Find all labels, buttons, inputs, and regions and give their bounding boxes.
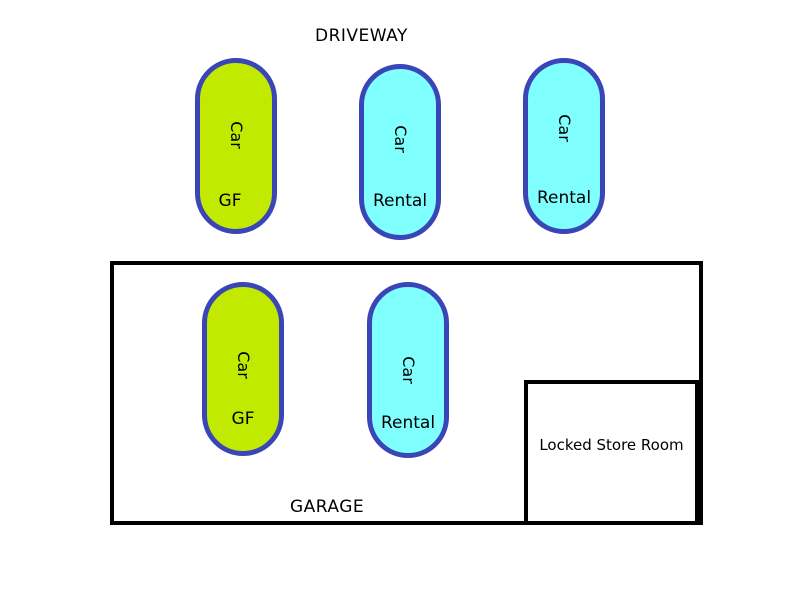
garage-car-rental: Car Rental (367, 282, 449, 458)
driveway-car-rental-2: Car Rental (523, 58, 605, 234)
garage-label: GARAGE (290, 497, 365, 517)
car-owner-label: GF (231, 409, 255, 429)
driveway-car-rental-1: Car Rental (359, 64, 441, 240)
car-owner-label: Rental (380, 413, 436, 433)
car-type-label: Car (391, 125, 410, 153)
car-owner-label: GF (218, 191, 242, 211)
car-owner-label: Rental (536, 188, 592, 208)
driveway-car-gf: Car GF (195, 58, 277, 234)
car-type-label: Car (234, 351, 253, 379)
car-type-label: Car (227, 121, 246, 149)
locked-store-room: Locked Store Room (524, 380, 699, 525)
car-type-label: Car (555, 114, 574, 142)
driveway-label: DRIVEWAY (315, 26, 408, 46)
garage-car-gf: Car GF (202, 282, 284, 456)
car-type-label: Car (399, 356, 418, 384)
car-owner-label: Rental (372, 191, 428, 211)
store-room-label: Locked Store Room (539, 435, 684, 454)
garage-outline (110, 261, 703, 525)
